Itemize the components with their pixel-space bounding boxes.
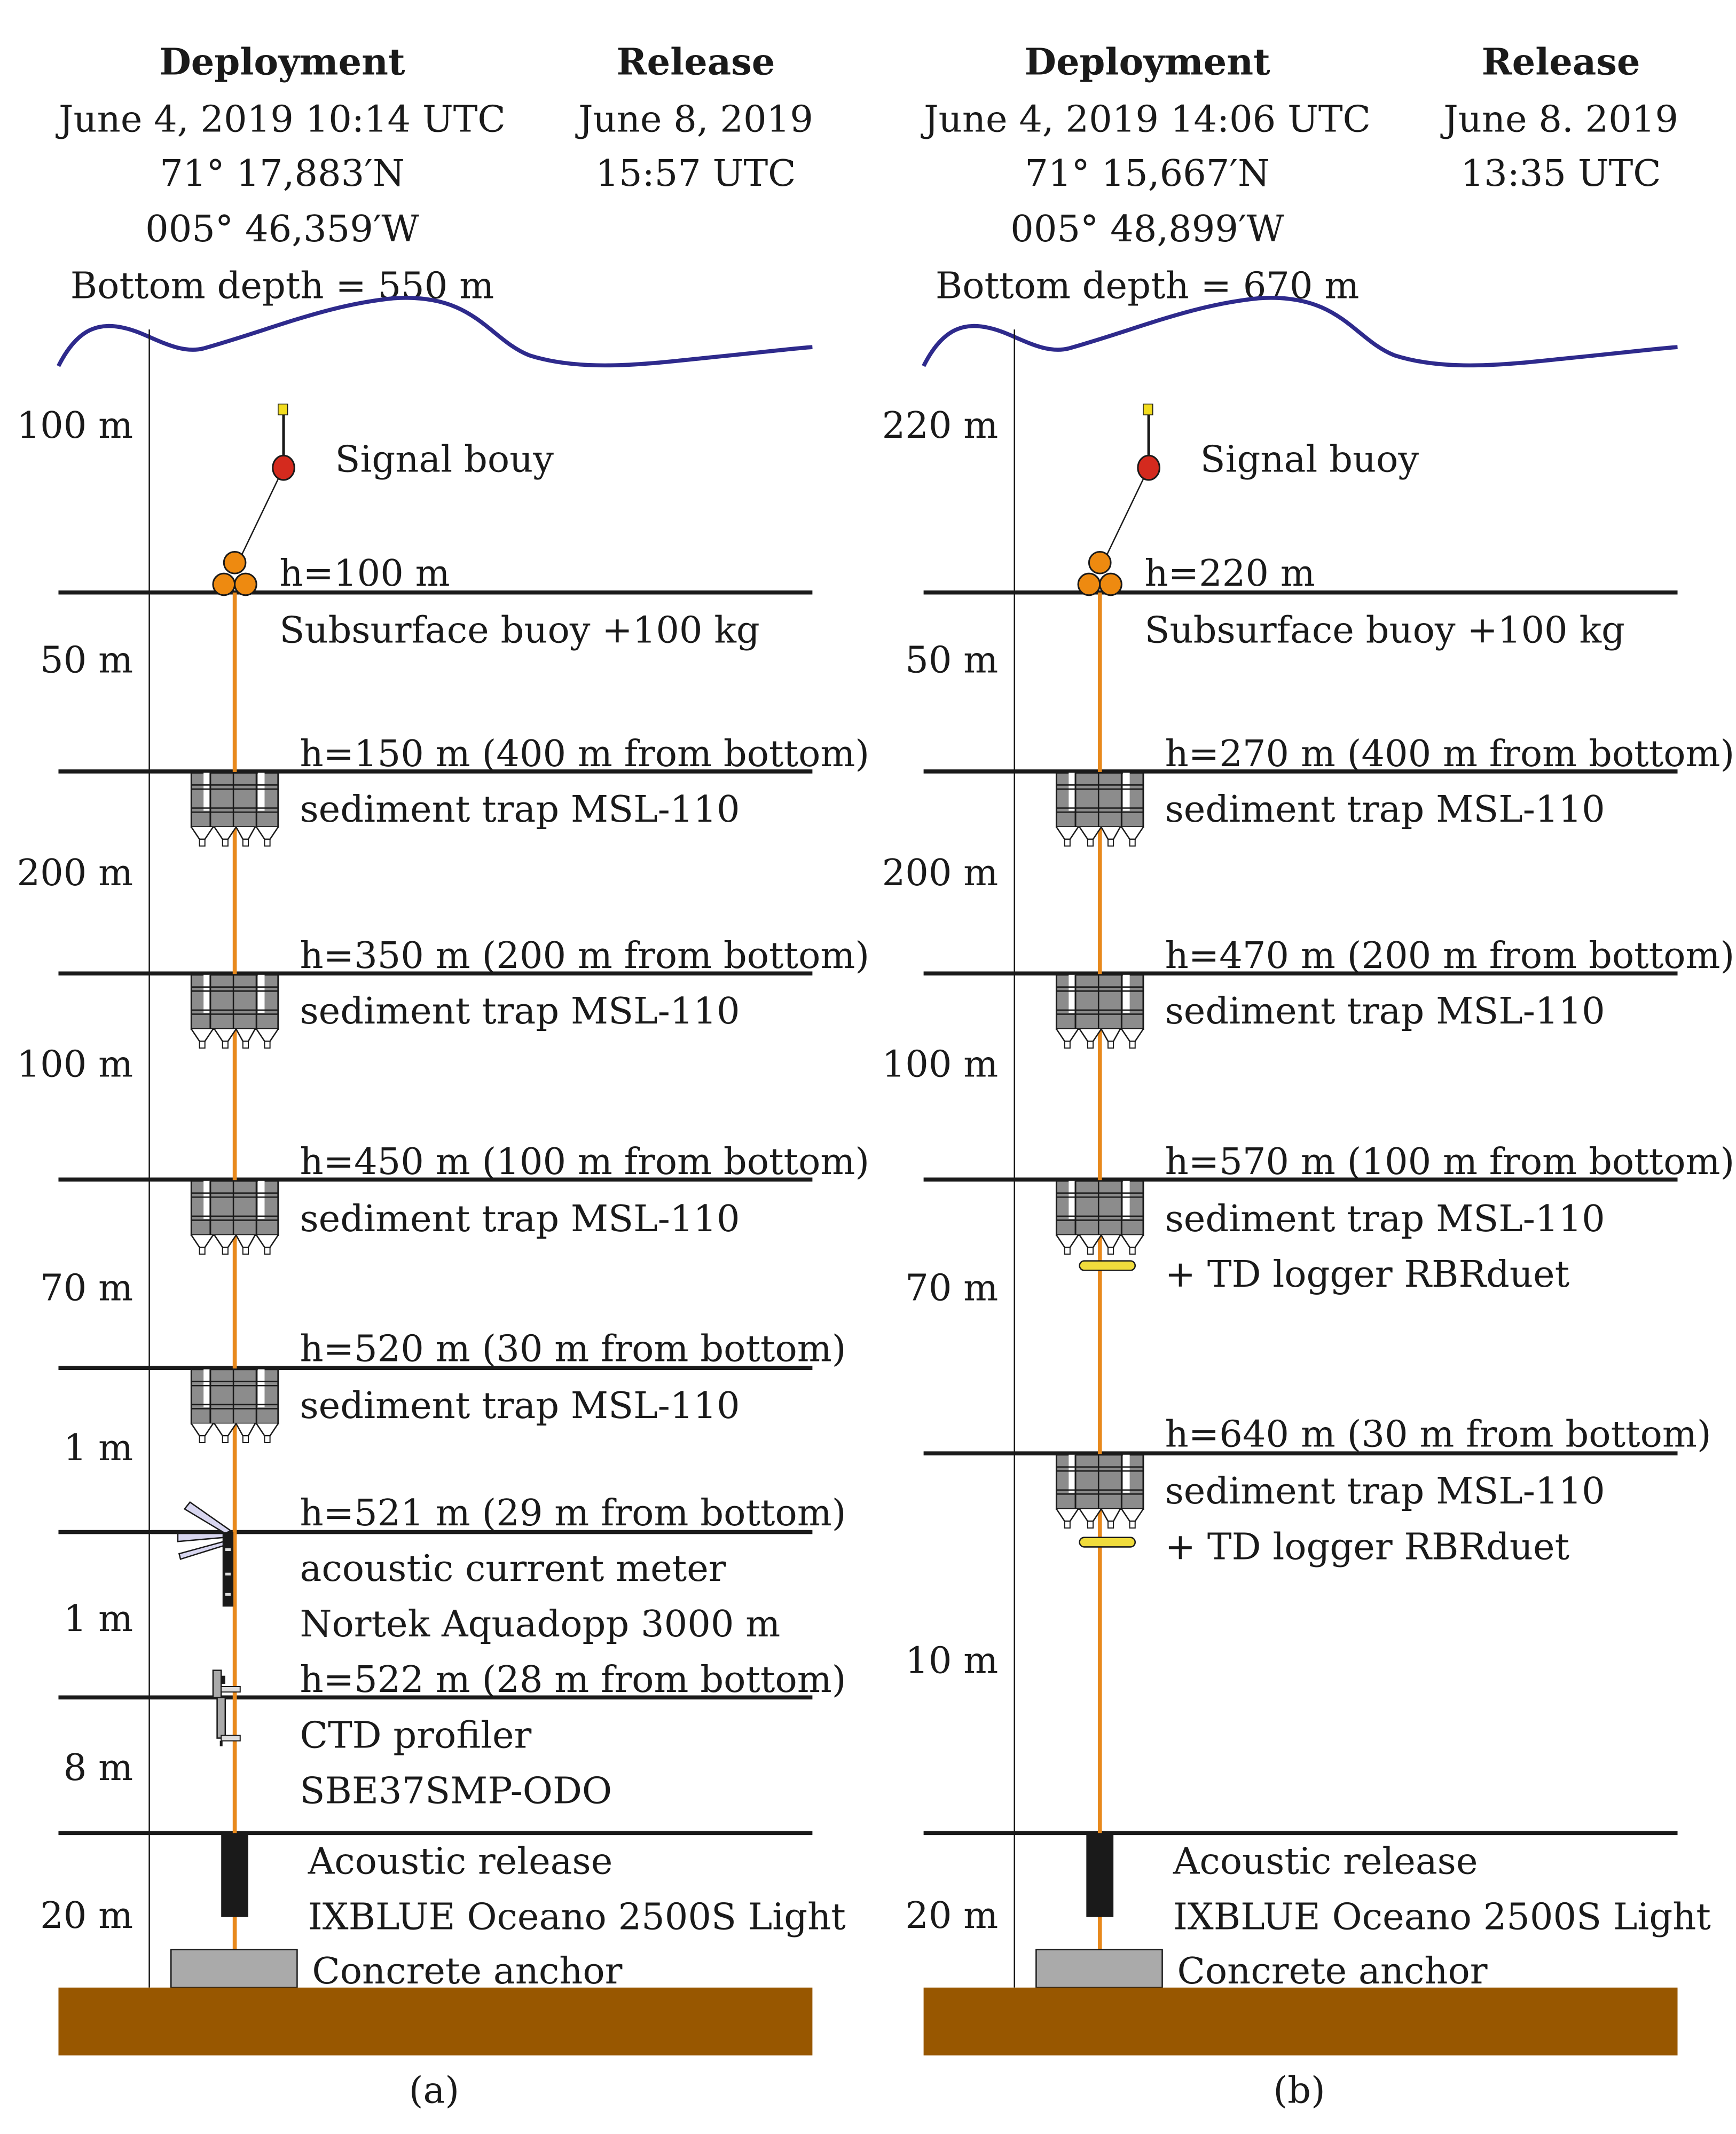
panel-a: Deployment June 4, 2019 10:14 UTC 71° 17…: [17, 41, 870, 2112]
sea-surface-wave: [922, 296, 1678, 368]
release-title: Release: [617, 41, 775, 84]
instrument-label: sediment trap MSL-110: [300, 788, 740, 831]
instrument-label: sediment trap MSL-110: [300, 1384, 740, 1427]
subsurface-label: Subsurface buoy +100 kg: [1145, 609, 1625, 652]
segment-length: 200 m: [17, 852, 133, 894]
signal-buoy-label: Signal buoy: [1200, 438, 1419, 481]
deployment-title: Deployment: [1025, 41, 1271, 84]
segment-length: 20 m: [905, 1894, 998, 1937]
signal-buoy-icon: [234, 403, 295, 570]
instrument-depth: h=522 m (28 m from bottom): [300, 1658, 846, 1701]
instrument-depth: h=350 m (200 m from bottom): [300, 934, 869, 977]
instrument-depth: h=570 m (100 m from bottom): [1165, 1140, 1735, 1183]
panel-caption: (b): [1273, 2069, 1325, 2112]
instrument-label: sediment trap MSL-110: [1165, 788, 1605, 831]
sea-surface-wave: [57, 296, 813, 368]
subsurface-buoy-icon: [1077, 551, 1122, 596]
segment-length: 100 m: [882, 1043, 999, 1085]
segment-length: 8 m: [64, 1746, 133, 1789]
segment-length: 20 m: [40, 1894, 133, 1937]
segment-length: 100 m: [17, 1043, 133, 1085]
instrument-label: sediment trap MSL-110: [1165, 990, 1605, 1033]
acoustic-release-icon: [1086, 1833, 1114, 1917]
concrete-anchor-icon: [170, 1949, 298, 1989]
release-unit-label: Acoustic release: [1173, 1840, 1478, 1883]
instrument-depth: h=470 m (200 m from bottom): [1165, 934, 1735, 977]
subsurface-label: Subsurface buoy +100 kg: [279, 609, 759, 652]
panel-caption: (a): [409, 2069, 459, 2112]
segment-length: 70 m: [905, 1266, 998, 1309]
signal-buoy-label: Signal bouy: [335, 438, 554, 481]
deployment-latitude: 71° 15,667′N: [1025, 152, 1270, 195]
subsurface-depth: h=220 m: [1145, 552, 1315, 595]
subsurface-buoy-icon: [212, 551, 257, 596]
concrete-anchor-icon: [1035, 1949, 1163, 1989]
instrument-label: CTD profiler: [300, 1714, 531, 1757]
release-unit-model: IXBLUE Oceano 2500S Light: [1173, 1896, 1711, 1939]
instrument-depth: h=150 m (400 m from bottom): [300, 733, 869, 775]
instrument-label: acoustic current meter: [300, 1547, 726, 1590]
panel-b: Deployment June 4, 2019 14:06 UTC 71° 15…: [882, 41, 1735, 2112]
instrument-label: Nortek Aquadopp 3000 m: [300, 1603, 780, 1645]
segment-length: 100 m: [17, 404, 133, 447]
instrument-label: sediment trap MSL-110: [1165, 1470, 1605, 1513]
seabed: [923, 1987, 1678, 2056]
td-logger-icon: [1079, 1260, 1136, 1271]
td-logger-icon: [1079, 1537, 1136, 1548]
deployment-latitude: 71° 17,883′N: [160, 152, 405, 195]
deployment-datetime: June 4, 2019 10:14 UTC: [56, 98, 506, 140]
release-date: June 8, 2019: [575, 98, 813, 140]
instrument-depth: h=520 m (30 m from bottom): [300, 1328, 846, 1371]
instrument-label: sediment trap MSL-110: [1165, 1198, 1605, 1240]
release-unit-label: Acoustic release: [308, 1840, 613, 1883]
instrument-label: SBE37SMP-ODO: [300, 1769, 612, 1812]
subsurface-depth: h=100 m: [279, 552, 450, 595]
instrument-label: sediment trap MSL-110: [300, 990, 740, 1033]
ctd-profiler-icon: [212, 1670, 241, 1746]
seabed: [58, 1987, 813, 2056]
instrument-label: + TD logger RBRduet: [1165, 1525, 1570, 1568]
segment-length: 1 m: [64, 1427, 133, 1469]
segment-length: 1 m: [64, 1597, 133, 1640]
deployment-longitude: 005° 48,899′W: [1010, 208, 1284, 250]
segment-length: 200 m: [882, 852, 999, 894]
release-time: 15:57 UTC: [595, 152, 796, 195]
deployment-title: Deployment: [159, 41, 405, 84]
instrument-label: sediment trap MSL-110: [300, 1198, 740, 1240]
signal-buoy-icon: [1099, 403, 1160, 570]
release-time: 13:35 UTC: [1460, 152, 1661, 195]
acoustic-release-icon: [221, 1833, 248, 1917]
depth-lines: [58, 590, 813, 1836]
instrument-depth: h=521 m (29 m from bottom): [300, 1492, 846, 1534]
instrument-depth: h=270 m (400 m from bottom): [1165, 733, 1735, 775]
depth-lines: [923, 590, 1678, 1836]
segment-length: 10 m: [905, 1640, 998, 1682]
instrument-depth: h=640 m (30 m from bottom): [1165, 1413, 1711, 1456]
deployment-datetime: June 4, 2019 14:06 UTC: [921, 98, 1371, 140]
segment-length: 50 m: [40, 639, 133, 682]
segment-length: 220 m: [882, 404, 999, 447]
deployment-longitude: 005° 46,359′W: [145, 208, 419, 250]
release-date: June 8. 2019: [1440, 98, 1678, 140]
release-title: Release: [1482, 41, 1640, 84]
anchor-label: Concrete anchor: [1177, 1950, 1487, 1993]
segment-length: 70 m: [40, 1266, 133, 1309]
instrument-depth: h=450 m (100 m from bottom): [300, 1140, 869, 1183]
current-meter-icon: [177, 1501, 234, 1607]
instrument-label: + TD logger RBRduet: [1165, 1253, 1570, 1296]
release-unit-model: IXBLUE Oceano 2500S Light: [308, 1896, 846, 1939]
segment-length: 50 m: [905, 639, 998, 682]
anchor-label: Concrete anchor: [312, 1950, 622, 1993]
